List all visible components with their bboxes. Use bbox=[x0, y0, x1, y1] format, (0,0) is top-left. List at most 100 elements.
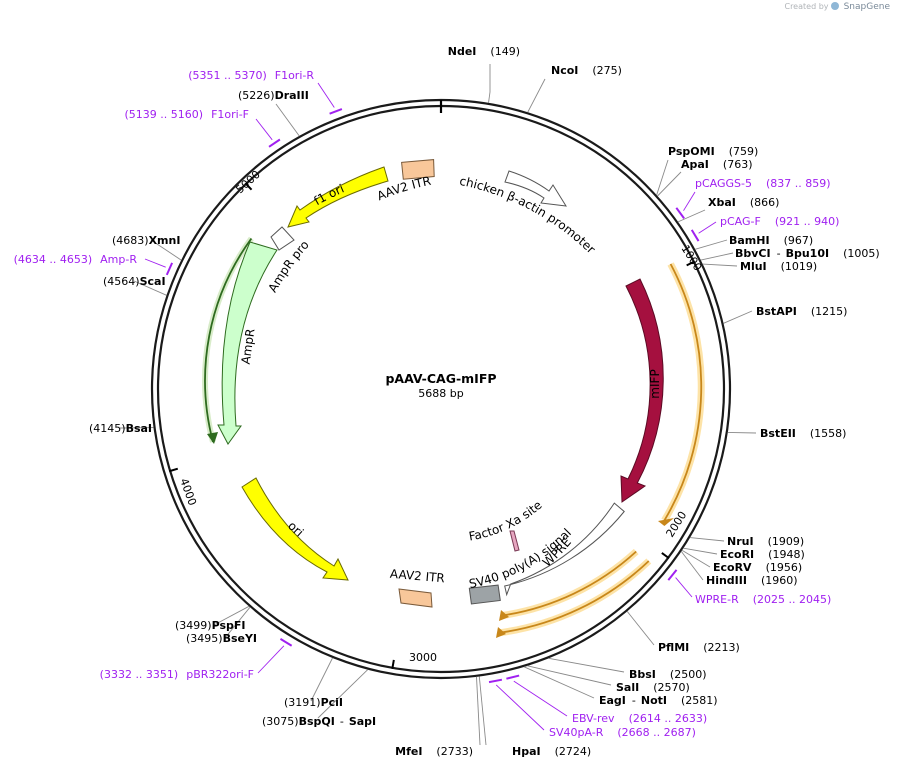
site-leader-eagi bbox=[523, 666, 595, 699]
site-label-ncoi[interactable]: NcoI(275) bbox=[551, 64, 622, 77]
site-name: XbaI bbox=[708, 196, 736, 209]
feature-aav2-itr-right[interactable] bbox=[398, 588, 433, 608]
primer-mark-wpre-r bbox=[667, 569, 678, 581]
site-label-pcii[interactable]: (3191)PciI bbox=[284, 696, 343, 709]
site-label-bsai[interactable]: (4145)BsaI bbox=[89, 422, 152, 435]
site-label-bbsi[interactable]: BbsI(2500) bbox=[629, 668, 706, 681]
site-name: BstAPI bbox=[756, 305, 797, 318]
site-name: BsaI bbox=[126, 422, 152, 435]
site-label-pspomi[interactable]: PspOMI(759) bbox=[668, 145, 758, 158]
site-label-nrui[interactable]: NruI(1909) bbox=[727, 535, 804, 548]
feature-sv40-polya-signal[interactable] bbox=[468, 584, 501, 605]
site-position: (1558) bbox=[810, 427, 847, 440]
feature-ori[interactable] bbox=[241, 477, 349, 581]
site-label-bseyi[interactable]: (3495)BseYI bbox=[186, 632, 257, 645]
primer-range: (4634 .. 4653) bbox=[14, 253, 93, 266]
site-label-bstapi[interactable]: BstAPI(1215) bbox=[756, 305, 847, 318]
primer-label-pcaggs-5[interactable]: pCAGGS-5(837 .. 859) bbox=[695, 177, 831, 190]
primer-leader-pcag-f bbox=[698, 221, 717, 234]
site-position: (3499) bbox=[175, 619, 212, 632]
credit-brand: SnapGene bbox=[843, 2, 890, 12]
primer-leader-ebv-rev bbox=[513, 680, 568, 717]
site-leader-bamhi bbox=[694, 239, 728, 250]
primer-mark-pcaggs-5 bbox=[675, 207, 685, 219]
feature-factor-xa-site[interactable] bbox=[509, 530, 520, 552]
primer-name: F1ori-F bbox=[211, 108, 249, 121]
orf-arcs bbox=[202, 236, 705, 638]
site-label-hindiii[interactable]: HindIII(1960) bbox=[706, 574, 798, 587]
site-separator: - bbox=[340, 715, 344, 728]
site-label-draiii[interactable]: (5226)DraIII bbox=[238, 89, 309, 102]
site-position: (2581) bbox=[681, 694, 718, 707]
site-label-ndei[interactable]: NdeI(149) bbox=[448, 45, 520, 58]
site-label-bamhi[interactable]: BamHI(967) bbox=[729, 234, 813, 247]
site-label-ecori[interactable]: EcoRI(1948) bbox=[720, 548, 805, 561]
site-name: NcoI bbox=[551, 64, 578, 77]
site-label-apai[interactable]: ApaI(763) bbox=[681, 158, 753, 171]
feature-ampr[interactable] bbox=[217, 241, 278, 445]
site-label-hpai[interactable]: HpaI(2724) bbox=[512, 745, 591, 758]
site-label-mlui[interactable]: MluI(1019) bbox=[740, 260, 817, 273]
site-labels: NdeI(149) NcoI(275) PspOMI(759)ApaI(763) Xb… bbox=[14, 45, 880, 758]
site-name: DraIII bbox=[275, 89, 309, 102]
site-leader-ecori bbox=[683, 547, 718, 555]
feature-wpre[interactable] bbox=[504, 502, 625, 597]
site-label-ecorv[interactable]: EcoRV(1956) bbox=[713, 561, 802, 574]
plasmid-name: pAAV-CAG-mIFP bbox=[385, 371, 496, 386]
site-name: XmnI bbox=[149, 234, 181, 247]
primer-leader-f1ori-f bbox=[255, 118, 273, 141]
site-label-mfei[interactable]: MfeI(2733) bbox=[395, 745, 473, 758]
primer-leader-pbr322ori-f bbox=[257, 645, 285, 674]
ruler-tick-5000 bbox=[244, 182, 253, 191]
site-name: MluI bbox=[740, 260, 767, 273]
primer-label-pbr322ori-f[interactable]: (3332 .. 3351)pBR322ori-F bbox=[100, 668, 254, 681]
primer-leader-f1ori-r bbox=[317, 82, 335, 108]
orf-arc-wpre bbox=[499, 548, 639, 621]
site-separator: - bbox=[632, 694, 636, 707]
site-leader-bseyi bbox=[224, 606, 251, 639]
feature-aav2-itr-left[interactable] bbox=[401, 159, 435, 180]
primer-leader-pcaggs-5 bbox=[683, 191, 696, 211]
site-leader-pcii bbox=[310, 657, 333, 702]
site-label-scai[interactable]: (4564)ScaI bbox=[103, 275, 166, 288]
primer-mark-pbr322ori-f bbox=[279, 638, 293, 647]
primer-label-f1ori-r[interactable]: (5351 .. 5370)F1ori-R bbox=[188, 69, 314, 82]
primer-mark-amp-r bbox=[165, 262, 174, 276]
feature-ampr-promoter[interactable] bbox=[270, 226, 295, 251]
site-label-bsteii[interactable]: BstEII(1558) bbox=[760, 427, 846, 440]
primer-label-amp-r[interactable]: (4634 .. 4653)Amp-R bbox=[14, 253, 138, 266]
site-position: (2733) bbox=[436, 745, 473, 758]
site-label-eagi[interactable]: EagI-NotI(2581) bbox=[599, 694, 718, 707]
site-label-bbvci[interactable]: BbvCI-Bpu10I(1005) bbox=[735, 247, 880, 260]
primer-label-ebv-rev[interactable]: EBV-rev(2614 .. 2633) bbox=[572, 712, 707, 725]
feature-f1-ori[interactable] bbox=[287, 166, 389, 228]
site-name: EcoRI bbox=[720, 548, 754, 561]
features bbox=[217, 159, 664, 608]
primer-label-f1ori-f[interactable]: (5139 .. 5160)F1ori-F bbox=[125, 108, 250, 121]
site-label-sali[interactable]: SalI(2570) bbox=[616, 681, 690, 694]
site-position: (4564) bbox=[103, 275, 140, 288]
leader-lines bbox=[119, 64, 757, 746]
primer-label-pcag-f[interactable]: pCAG-F(921 .. 940) bbox=[720, 215, 839, 228]
feature-mifp[interactable] bbox=[620, 278, 664, 503]
primer-name: pCAG-F bbox=[720, 215, 761, 228]
site-leader-bbvci bbox=[700, 252, 734, 261]
site-name: BbvCI bbox=[735, 247, 771, 260]
site-leader-sali bbox=[527, 665, 612, 686]
feature-chicken-beta-actin-promoter[interactable] bbox=[504, 170, 567, 207]
site-label-xmni[interactable]: (4683)XmnI bbox=[112, 234, 180, 247]
site-label-pflmi[interactable]: PflMI(2213) bbox=[658, 641, 740, 654]
ruler-tick-3000 bbox=[391, 659, 395, 669]
site-position: (967) bbox=[784, 234, 814, 247]
primer-label-sv40pa-r[interactable]: SV40pA-R(2668 .. 2687) bbox=[549, 726, 696, 739]
site-label-bspqi[interactable]: (3075)BspQI-SapI bbox=[262, 715, 376, 728]
site-position: (3191) bbox=[284, 696, 321, 709]
feature-label-factor-xa-site: Factor Xa site bbox=[468, 498, 545, 544]
primer-label-wpre-r[interactable]: WPRE-R(2025 .. 2045) bbox=[695, 593, 831, 606]
site-leader-ecorv bbox=[681, 549, 711, 568]
primer-range: (2025 .. 2045) bbox=[753, 593, 832, 606]
site-leader-apai bbox=[657, 171, 682, 197]
site-label-xbai[interactable]: XbaI(866) bbox=[708, 196, 779, 209]
site-label-pspfi[interactable]: (3499)PspFI bbox=[175, 619, 245, 632]
ruler-tick-4000 bbox=[168, 467, 179, 473]
